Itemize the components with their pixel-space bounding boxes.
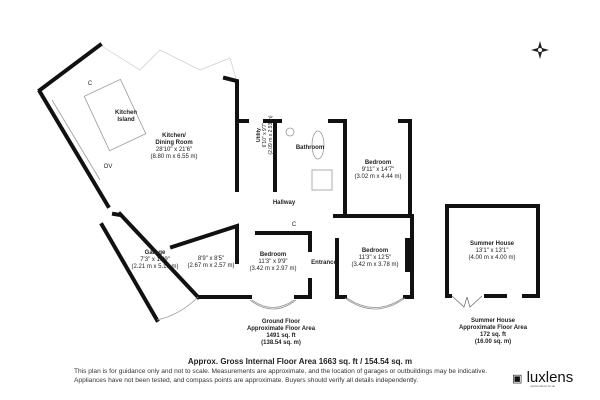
- roof-outline: [99, 44, 238, 83]
- fixtures: [51, 78, 406, 321]
- kitchen-island: [83, 78, 147, 152]
- summer-house-walls: [445, 204, 540, 298]
- disclaimer: This plan is for guidance only and not t…: [74, 368, 488, 384]
- store-label: 8'9" x 8'5"(2.67 m x 2.57 m): [187, 256, 235, 269]
- bathroom-label: Bathroom: [295, 145, 325, 151]
- kitchen-island-label: Kitchen Island: [114, 110, 137, 123]
- cupboard-label: C: [87, 81, 93, 87]
- hall-cupboard-label: C: [291, 222, 297, 228]
- kitchen-right-wall: [222, 75, 239, 192]
- brand-logo: ▣ luxlens www.luxlens.co.uk: [512, 369, 574, 388]
- gross-area: Approx. Gross Internal Floor Area 1663 s…: [187, 357, 413, 366]
- garage-left-wall: [99, 222, 160, 323]
- entrance-label: Entrance: [311, 260, 337, 266]
- kitchen-top-wall: [37, 42, 103, 93]
- kitchen-left-wall: [37, 89, 111, 209]
- compass-rose-icon: [531, 41, 549, 59]
- oven-label: OV: [103, 164, 113, 170]
- store-wall: [169, 223, 239, 264]
- hallway-label: Hallway: [272, 200, 296, 206]
- walls: [37, 42, 414, 323]
- logo-icon: ▣: [512, 373, 523, 385]
- garage-right-wall: [117, 211, 201, 300]
- kitchen-label: Kitchen/ Dining Room 28'10" x 21'6"(8.80…: [150, 133, 198, 160]
